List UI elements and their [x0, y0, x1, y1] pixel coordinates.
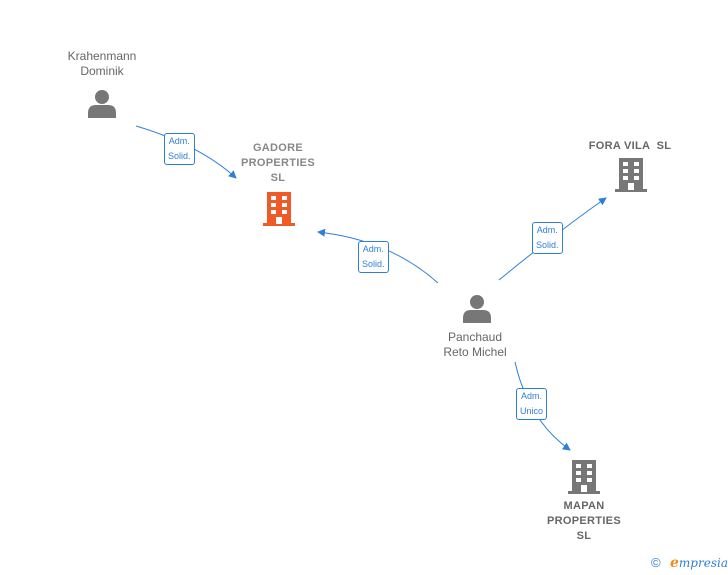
person-name-line: Dominik: [80, 64, 124, 78]
person-name-line: Krahenmann: [67, 49, 137, 63]
edge-role-label[interactable]: Adm. Unico: [516, 388, 548, 420]
role-line: Solid.: [536, 240, 559, 250]
empresia-logo[interactable]: empresia: [670, 555, 728, 571]
role-line: Adm.: [362, 244, 384, 254]
company-label-gadore[interactable]: GADORE PROPERTIES SL: [220, 141, 336, 186]
edge-role-label[interactable]: Adm. Solid.: [532, 222, 563, 254]
company-name-line: SL: [576, 530, 592, 542]
person-name-line: Panchaud: [447, 330, 503, 344]
company-name-line: GADORE: [252, 142, 304, 154]
role-line: Unico: [520, 406, 544, 416]
copyright-icon: ©: [651, 555, 661, 570]
building-icon[interactable]: [568, 460, 600, 494]
company-label-mapan[interactable]: MAPAN PROPERTIES SL: [526, 499, 642, 544]
edge-role-label[interactable]: Adm. Solid.: [164, 133, 195, 165]
building-icon[interactable]: [615, 158, 647, 192]
person-icon[interactable]: [462, 294, 492, 323]
company-name-line: MAPAN: [563, 500, 605, 512]
role-line: Solid.: [168, 151, 191, 161]
logo-initial: e: [670, 555, 679, 571]
person-icon[interactable]: [87, 89, 117, 118]
logo-text: mpresia: [678, 556, 728, 570]
person-name-line: Reto Michel: [443, 345, 507, 359]
role-line: Adm.: [168, 136, 190, 146]
company-name-line: SL: [270, 172, 286, 184]
company-name-line: PROPERTIES: [241, 157, 315, 169]
company-name-line: PROPERTIES: [547, 515, 621, 527]
role-line: Solid.: [362, 259, 385, 269]
person-label-panchaud[interactable]: Panchaud Reto Michel: [420, 330, 530, 360]
role-line: Adm.: [536, 225, 558, 235]
person-label-krahenmann[interactable]: Krahenmann Dominik: [52, 49, 152, 79]
company-label-fora-vila[interactable]: FORA VILA SL: [570, 139, 690, 154]
edge-role-label[interactable]: Adm. Solid.: [358, 241, 389, 273]
role-line: Adm.: [521, 391, 543, 401]
building-icon-highlighted[interactable]: [263, 192, 295, 226]
company-name-line: FORA VILA SL: [588, 140, 672, 152]
